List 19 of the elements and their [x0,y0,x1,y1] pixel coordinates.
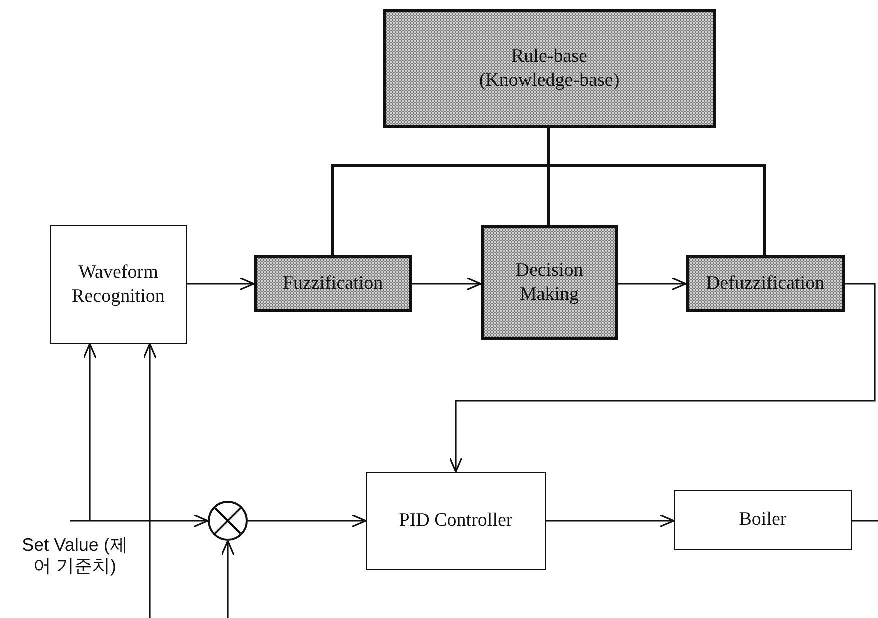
arrow [449,283,876,473]
process-box: Defuzzification [686,255,845,312]
arrow [143,343,157,618]
arrow [187,277,255,291]
arrow [221,540,235,618]
arrow [83,343,97,521]
arrow [412,277,482,291]
arrow [618,277,687,291]
rule-base-box: Rule-base (Knowledge-base) [383,9,716,128]
summing-junction [208,501,248,541]
plant-box: Boiler [674,490,852,550]
arrow [248,514,367,528]
connector-line [548,128,766,255]
input-label: Set Value (제어 기준치) [4,521,146,583]
process-box: Waveform Recognition [50,225,187,344]
arrow [70,514,209,528]
connector-line [852,520,878,522]
controller-box: PID Controller [366,472,546,570]
arrow [546,514,675,528]
